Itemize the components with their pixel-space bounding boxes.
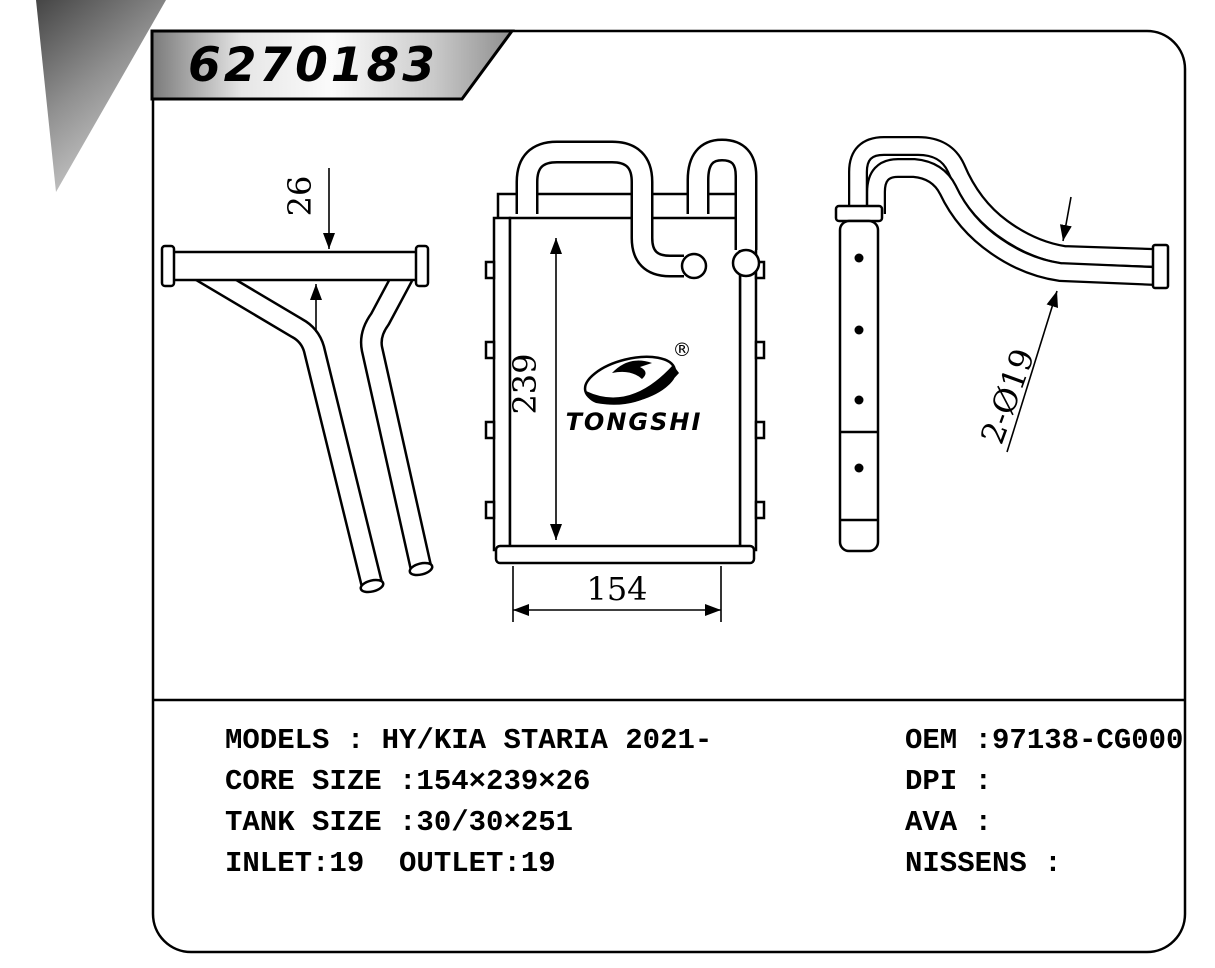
outer-border: [151, 29, 1187, 954]
core-side-clips: [484, 260, 766, 520]
front-outlet-pipe: [686, 138, 758, 250]
spec-list-left: MODELS : HY/KIA STARIA 2021- CORE SIZE :…: [225, 720, 712, 884]
tank-mount-dots: [854, 253, 864, 473]
tube-b-opening: [408, 561, 434, 577]
left-end-cap: [160, 244, 176, 288]
pipe-end-flange: [1151, 243, 1170, 290]
left-view-tube-a: [190, 258, 384, 588]
front-view: ® TONGSHI 239 154: [484, 138, 766, 622]
brand-logo: ® TONGSHI: [566, 339, 703, 436]
side-view: 2-Ø19: [834, 136, 1170, 553]
spec-core-size: CORE SIZE :154×239×26: [225, 765, 591, 798]
core-bottom-tank: [494, 544, 756, 565]
corner-triangle: [36, 0, 166, 192]
outlet-pipe-opening: [731, 248, 761, 278]
part-number-banner: 6270183: [150, 29, 515, 101]
spec-nissens: NISSENS :: [905, 847, 1062, 880]
corner-ribbon: [36, 0, 166, 192]
dim-width-154: 154: [512, 566, 722, 622]
dim-depth-26: 26: [281, 168, 335, 332]
dim-pipes-label: 2-Ø19: [973, 344, 1042, 449]
dim-width-label: 154: [586, 570, 647, 608]
dim-height-label: 239: [506, 353, 544, 414]
right-end-cap: [414, 244, 430, 288]
left-view-header-bar: [170, 250, 420, 282]
part-number: 6270183: [188, 38, 438, 93]
spec-ava: AVA :: [905, 806, 993, 839]
spec-tank-size: TANK SIZE :30/30×251: [225, 806, 574, 839]
tank-top-cap: [834, 204, 884, 223]
dim-depth-label: 26: [281, 176, 319, 217]
left-view-tube-b: [359, 270, 433, 571]
logo-swoosh: [586, 365, 679, 405]
banner-shape: [150, 29, 515, 101]
spec-list-right: OEM :97138-CG000 DPI : AVA : NISSENS :: [905, 720, 1183, 884]
brand-logo-text: TONGSHI: [566, 408, 703, 436]
side-pipe-a: [848, 136, 1156, 268]
spec-oem: OEM :97138-CG000: [905, 724, 1184, 757]
page-frame: [151, 29, 1187, 954]
logo-bird-icon: [612, 360, 652, 379]
spec-models: MODELS : HY/KIA STARIA 2021-: [225, 724, 713, 757]
spec-dpi: DPI :: [905, 765, 993, 798]
dim-height-239: 239: [506, 238, 562, 540]
front-inlet-pipe: [515, 140, 684, 278]
tank-body: [838, 219, 880, 553]
left-view: 26: [160, 168, 434, 594]
registered-mark: ®: [673, 339, 692, 361]
side-pipe-b: [866, 158, 1156, 286]
spec-inlet-outlet: INLET:19 OUTLET:19: [225, 847, 556, 880]
tube-a-opening: [359, 578, 385, 594]
inlet-pipe-opening: [680, 252, 708, 280]
